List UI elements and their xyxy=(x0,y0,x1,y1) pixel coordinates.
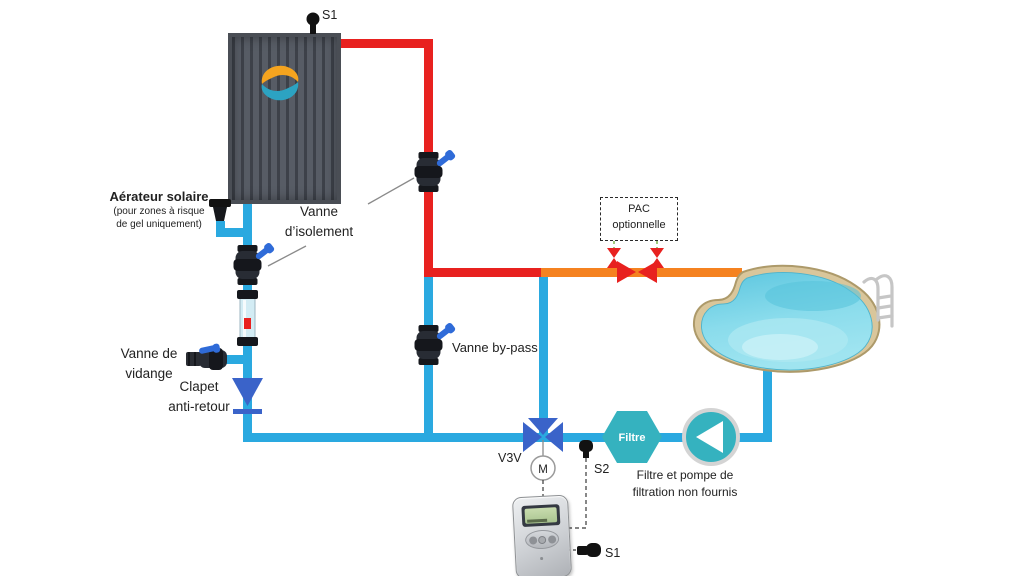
pipe-bottom-main xyxy=(243,433,772,442)
controller-button-left xyxy=(528,536,538,545)
drain-valve-label: Vanne de vidange xyxy=(120,346,178,381)
v3v-label: V3V xyxy=(498,451,522,465)
pipe-hot-bottom-horizontal xyxy=(424,268,541,277)
pump-icon xyxy=(682,408,740,466)
isolation-valve-cold-icon xyxy=(233,241,276,285)
isolation-leader-line-bottom xyxy=(267,245,307,267)
pac-optional-box: PAC optionnelle xyxy=(600,197,678,241)
drain-valve-icon xyxy=(186,343,227,370)
solar-collector-panel xyxy=(228,33,341,204)
pipe-pool-return-riser xyxy=(763,366,772,442)
panel-brand-logo-icon xyxy=(261,65,299,101)
pac-main-valve-icon xyxy=(617,261,657,283)
sensor-s1-top-label: S1 xyxy=(322,8,338,22)
wire-s2-to-controller xyxy=(569,458,587,529)
filter-pump-note: Filtre et pompe de filtration non fourni… xyxy=(632,468,738,499)
aerator-label: Aérateur solaire (pour zones à risque de… xyxy=(109,189,209,230)
pac-sublabel: optionnelle xyxy=(612,219,666,231)
swimming-pool xyxy=(692,264,894,373)
isolation-valve-hot-icon xyxy=(414,148,457,192)
controller-button-center xyxy=(537,535,547,545)
solar-aerator-icon xyxy=(209,199,231,221)
solar-controller-device xyxy=(511,494,573,576)
filter-label: Filtre xyxy=(618,432,646,444)
pool-ladder-icon xyxy=(862,274,894,328)
pipe-aerator-stub xyxy=(216,221,225,233)
motor-label: M xyxy=(538,464,548,476)
sensor-s1-top-icon xyxy=(306,12,320,34)
pipe-v3v-riser xyxy=(539,270,548,433)
bypass-valve-label: Vanne by-pass xyxy=(452,340,538,355)
check-valve-icon xyxy=(232,378,263,414)
isolation-valve-label: Vanne d’isolement xyxy=(284,204,354,239)
check-valve-label: Clapet anti-retour xyxy=(168,379,230,414)
sensor-s2-icon xyxy=(579,440,593,458)
v3v-three-way-valve-icon xyxy=(523,418,563,456)
sensor-s1-bottom-icon xyxy=(577,543,601,557)
controller-button-right xyxy=(547,535,557,544)
pipe-aerator-branch xyxy=(216,228,252,237)
controller-screen xyxy=(521,504,561,528)
sensor-s1-bottom-label: S1 xyxy=(605,546,621,560)
pool-deep-shade xyxy=(765,281,861,311)
flow-indicator-icon xyxy=(237,290,258,346)
pac-label: PAC xyxy=(628,203,650,215)
pipe-hot-top-horizontal xyxy=(333,39,433,48)
isolation-leader-line-top xyxy=(367,177,415,205)
controller-led xyxy=(540,556,544,561)
controller-button-pad xyxy=(524,529,560,550)
filter-hexagon-icon xyxy=(602,411,662,463)
pipe-drain-branch xyxy=(214,355,247,364)
bypass-valve-icon xyxy=(414,321,457,365)
sensor-s2-label: S2 xyxy=(594,462,610,476)
pool-shallow-highlight xyxy=(742,334,818,360)
